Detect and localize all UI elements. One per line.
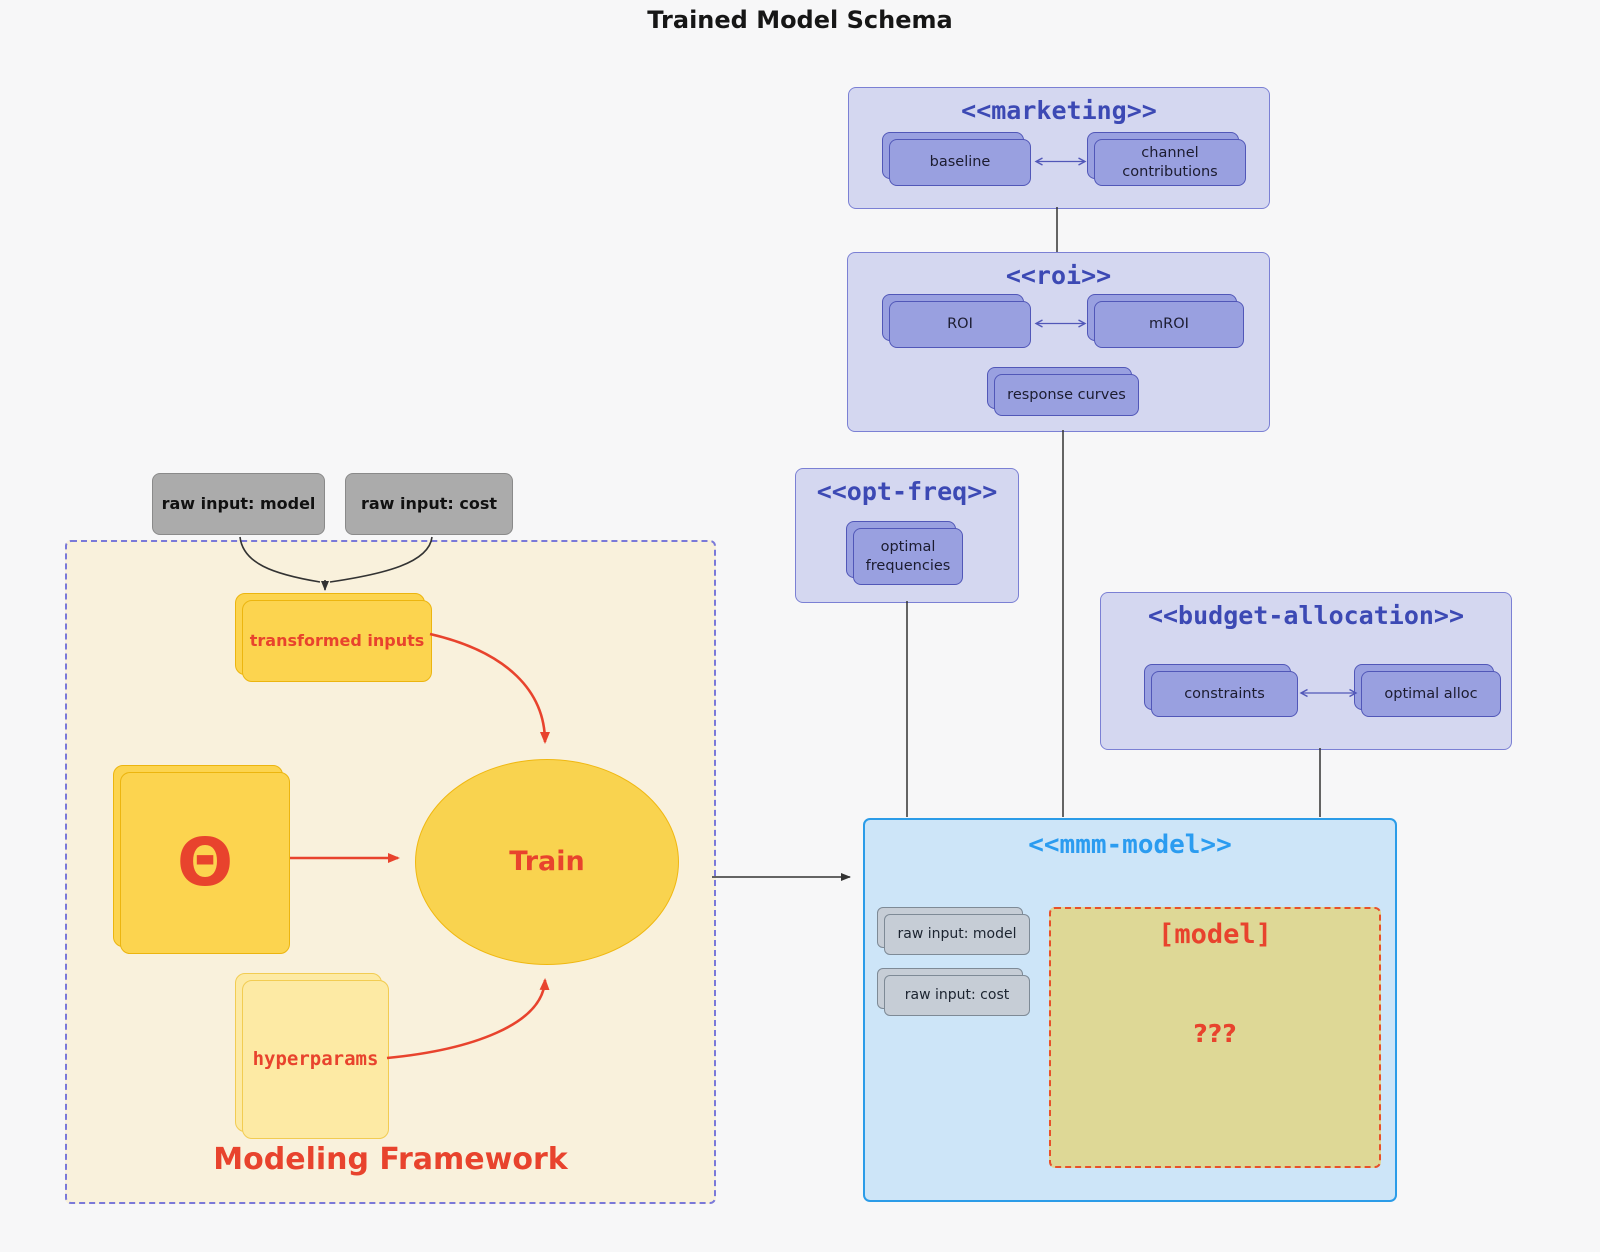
node-mmm-raw-input-cost-label: raw input: cost (904, 986, 1010, 1003)
node-transformed-inputs-label: transformed inputs (249, 631, 425, 650)
node-raw-input-cost: raw input: cost (338, 466, 513, 535)
node-mmm-raw-input-cost: raw input: cost (877, 968, 1030, 1016)
node-transformed-inputs: transformed inputs (235, 593, 432, 682)
node-constraints: constraints (1144, 664, 1298, 717)
node-baseline: baseline (882, 132, 1031, 186)
node-mmm-raw-input-model-label: raw input: model (897, 925, 1017, 942)
cluster-mmm-model-title: <<mmm-model>> (1028, 830, 1232, 860)
model-placeholder-unknown: ??? (1193, 1019, 1237, 1048)
theta-symbol: Θ (176, 823, 234, 901)
modeling-framework-label: Modeling Framework (213, 1142, 568, 1177)
cluster-modeling-framework: transformed inputs Θ Train hyperparams M… (65, 540, 716, 1204)
cluster-budget-allocation-title: <<budget-allocation>> (1147, 601, 1465, 630)
node-raw-input-model-label: raw input: model (161, 494, 316, 513)
node-response-curves-label: response curves (1007, 386, 1126, 403)
cluster-marketing-title: <<marketing>> (961, 96, 1157, 125)
node-raw-input-model: raw input: model (145, 466, 325, 535)
cluster-mmm-model: <<mmm-model>> raw input: model raw input… (863, 818, 1397, 1202)
node-baseline-label: baseline (929, 154, 991, 171)
node-theta: Θ (113, 765, 290, 954)
node-raw-input-cost-label: raw input: cost (360, 494, 498, 513)
node-hyperparams: hyperparams (235, 973, 389, 1139)
node-mroi-label: mROI (1149, 316, 1189, 333)
cluster-opt-freq: <<opt-freq>> optimal frequencies (795, 468, 1019, 603)
cluster-roi: <<roi>> ROI mROI response curves (847, 252, 1270, 432)
page-title: Trained Model Schema (647, 6, 953, 34)
cluster-budget-allocation: <<budget-allocation>> constraints optima… (1100, 592, 1512, 750)
node-optimal-frequencies-label: optimal frequencies (865, 539, 951, 574)
model-placeholder-title: [model] (1158, 919, 1272, 950)
cluster-opt-freq-title: <<opt-freq>> (816, 477, 998, 506)
node-hyperparams-label: hyperparams (252, 1047, 379, 1070)
node-model-placeholder: [model] ??? (1049, 907, 1381, 1168)
node-constraints-label: constraints (1184, 685, 1265, 702)
node-optimal-alloc: optimal alloc (1354, 664, 1501, 717)
cluster-marketing: <<marketing>> baseline channel contribut… (848, 87, 1270, 209)
cluster-roi-title: <<roi>> (1005, 261, 1112, 290)
node-optimal-alloc-label: optimal alloc (1384, 685, 1478, 702)
node-train-label: Train (509, 846, 585, 878)
node-response-curves: response curves (987, 367, 1139, 416)
node-optimal-frequencies: optimal frequencies (846, 521, 963, 585)
node-mroi: mROI (1087, 294, 1244, 348)
node-roi-label: ROI (947, 316, 973, 333)
node-channel-contributions-label: channel contributions (1122, 145, 1218, 180)
node-train: Train (415, 759, 679, 965)
node-channel-contributions: channel contributions (1087, 132, 1246, 186)
node-mmm-raw-input-model: raw input: model (877, 907, 1030, 955)
node-roi: ROI (882, 294, 1031, 348)
